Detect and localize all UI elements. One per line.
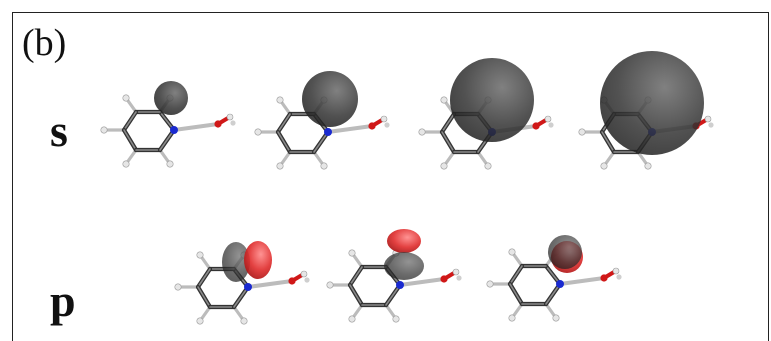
- hydrogen-atom-p3-4: [552, 314, 560, 322]
- ring-bond-highlight-p3-2: [509, 265, 523, 285]
- hydroxyl-hydrogen2-p2: [456, 275, 462, 281]
- hydroxyl-hydrogen2-p1: [304, 277, 310, 283]
- hydroxyl-hydrogen2-s4: [708, 122, 714, 128]
- hydroxyl-hydrogen2-s3: [548, 122, 554, 128]
- hydrogen-atom-s3-4: [484, 162, 492, 170]
- ring-bond-highlight-p1-5: [233, 286, 249, 308]
- ring-bond-highlight-s2-3: [277, 131, 291, 153]
- nitrogen-atom-s2: [324, 128, 332, 136]
- hydrogen-atom-s2-3: [276, 162, 284, 170]
- nitrogen-atom-p2: [396, 281, 404, 289]
- s-orbital-lobe-1: [154, 81, 188, 115]
- hydrogen-atom-p3-3: [508, 314, 516, 322]
- hydrogen-atom-s3-2: [418, 128, 426, 136]
- ring-bond-highlight-s2-5: [313, 131, 329, 153]
- hydroxyl-hydrogen-s2: [380, 115, 388, 123]
- ring-bond-highlight-s3-3: [441, 131, 455, 153]
- p-orbital-molecule-2: [326, 229, 462, 323]
- hydrogen-atom-p2-2: [326, 281, 334, 289]
- ring-bond-highlight-s1-2: [123, 111, 137, 131]
- ring-bond-highlight-p2-3: [349, 284, 363, 306]
- oxygen-atom-s1: [214, 120, 222, 128]
- ring-bond-highlight-s3-2: [441, 113, 455, 133]
- nitrogen-atom-p1: [244, 283, 252, 291]
- hydrogen-atom-s4-3: [600, 162, 608, 170]
- hydrogen-atom-p1-2: [174, 283, 182, 291]
- hydrogen-atom-s2-4: [320, 162, 328, 170]
- p-orbital-lobe-dark-2: [384, 252, 424, 280]
- hydrogen-atom-s3-3: [440, 162, 448, 170]
- oxygen-atom-p1: [288, 277, 296, 285]
- hydrogen-atom-s1-1: [122, 94, 130, 102]
- hydrogen-atom-p2-3: [348, 315, 356, 323]
- ring-bond-highlight-s1-3: [123, 129, 137, 151]
- p-orbital-lobe-red-2: [387, 229, 421, 253]
- hydrogen-atom-p3-2: [486, 280, 494, 288]
- s-orbital-molecule-4: [578, 51, 714, 170]
- ring-bond-highlight-p2-2: [349, 266, 363, 286]
- no-bond-s1: [172, 122, 220, 132]
- no-bond-s2: [326, 124, 374, 134]
- p-orbital-molecule-1: [174, 241, 310, 325]
- panel-label: (b): [22, 22, 67, 64]
- ring-bond-highlight-s2-2: [277, 113, 291, 133]
- s-orbital-lobe-2: [302, 71, 358, 127]
- ring-bond-highlight-s4-3: [601, 131, 615, 153]
- hydroxyl-hydrogen2-s1: [230, 120, 236, 126]
- hydrogen-atom-s4-2: [578, 128, 586, 136]
- ring-bond-highlight-p3-3: [509, 283, 523, 305]
- oxygen-atom-p2: [440, 275, 448, 283]
- ring-bond-highlight-p1-2: [197, 268, 211, 288]
- hydrogen-atom-p1-1: [196, 251, 204, 259]
- no-bond-p2: [398, 277, 446, 287]
- hydrogen-atom-p1-3: [196, 317, 204, 325]
- s-orbital-lobe-3: [450, 58, 534, 142]
- hydrogen-atom-p3-1: [508, 248, 516, 256]
- p-orbital-lobe-dark-3: [548, 235, 582, 269]
- figure-frame: [12, 12, 769, 341]
- s-orbital-molecule-3: [418, 58, 554, 170]
- hydrogen-atom-p1-4: [240, 317, 248, 325]
- hydroxyl-hydrogen-s1: [226, 113, 234, 121]
- hydrogen-atom-p2-4: [392, 315, 400, 323]
- ring-bond-highlight-p2-5: [385, 284, 401, 306]
- s-orbital-molecule-1: [100, 81, 236, 168]
- hydrogen-atom-s4-4: [644, 162, 652, 170]
- hydroxyl-hydrogen-p2: [452, 268, 460, 276]
- p-orbital-lobe-dark-1: [222, 242, 250, 282]
- hydroxyl-hydrogen-p3: [612, 267, 620, 275]
- nitrogen-atom-p3: [556, 280, 564, 288]
- row-label-s: s: [50, 105, 68, 156]
- hydroxyl-hydrogen2-s2: [384, 122, 390, 128]
- hydroxyl-hydrogen-s3: [544, 115, 552, 123]
- hydrogen-atom-s1-3: [122, 160, 130, 168]
- hydroxyl-hydrogen-s4: [704, 115, 712, 123]
- p-orbital-molecule-3: [486, 235, 622, 322]
- ring-bond-highlight-p1-3: [197, 286, 211, 308]
- hydrogen-atom-s1-4: [166, 160, 174, 168]
- oxygen-atom-s2: [368, 122, 376, 130]
- nitrogen-atom-s1: [170, 126, 178, 134]
- hydrogen-atom-p2-1: [348, 249, 356, 257]
- no-bond-p3: [558, 276, 606, 286]
- hydrogen-atom-s2-1: [276, 96, 284, 104]
- hydrogen-atom-s1-2: [100, 126, 108, 134]
- hydrogen-atom-s2-2: [254, 128, 262, 136]
- s-orbital-lobe-4: [600, 51, 704, 155]
- oxygen-atom-p3: [600, 274, 608, 282]
- hydroxyl-hydrogen2-p3: [616, 274, 622, 280]
- ring-bond-highlight-s1-5: [159, 129, 175, 151]
- p-orbital-lobe-red-1: [244, 241, 272, 279]
- hydroxyl-hydrogen-p1: [300, 270, 308, 278]
- row-label-p: p: [50, 275, 76, 326]
- ring-bond-highlight-p3-5: [545, 283, 561, 305]
- hydrogen-atom-s3-1: [440, 96, 448, 104]
- oxygen-atom-s3: [532, 122, 540, 130]
- s-orbital-molecule-2: [254, 71, 390, 170]
- no-bond-p1: [246, 279, 294, 289]
